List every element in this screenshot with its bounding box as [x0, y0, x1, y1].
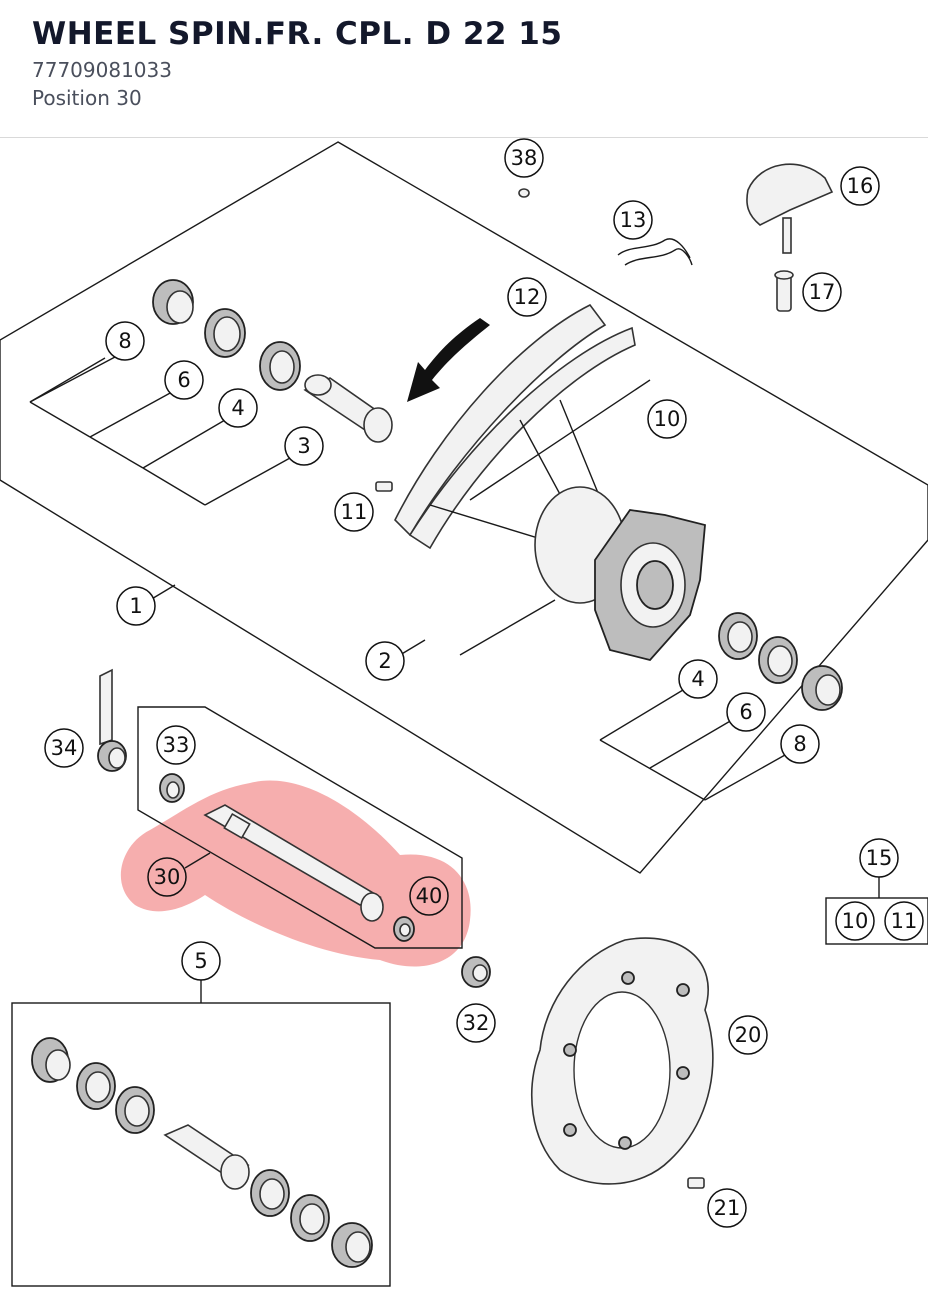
callout-4-top[interactable]: 4 — [218, 388, 258, 428]
svg-text:10: 10 — [654, 407, 681, 431]
kit-15-box — [825, 897, 928, 945]
svg-text:8: 8 — [793, 732, 806, 756]
svg-text:11: 11 — [891, 909, 918, 933]
svg-text:1: 1 — [129, 594, 142, 618]
svg-text:10: 10 — [842, 909, 869, 933]
brake-disc — [531, 937, 714, 1185]
callout-10-kit[interactable]: 10 — [835, 901, 875, 941]
callout-8-bottom[interactable]: 8 — [780, 724, 820, 764]
valve-nut — [774, 270, 794, 312]
axle-group-box — [137, 706, 463, 949]
leader-30 — [184, 852, 211, 869]
callout-2[interactable]: 2 — [365, 641, 405, 681]
svg-text:6: 6 — [177, 368, 190, 392]
valve-part — [746, 163, 834, 254]
leader-rim-lines — [599, 739, 706, 801]
callout-1[interactable]: 1 — [116, 586, 156, 626]
svg-text:17: 17 — [809, 280, 836, 304]
wheel-hub — [534, 486, 706, 662]
spacer-32 — [461, 956, 491, 988]
axle-clamp-nut — [393, 916, 415, 942]
svg-text:38: 38 — [511, 146, 538, 170]
svg-text:34: 34 — [51, 736, 78, 760]
callout-32[interactable]: 32 — [456, 1003, 496, 1043]
callout-17[interactable]: 17 — [802, 272, 842, 312]
leader-2 — [399, 639, 426, 656]
wheel-axle — [203, 804, 384, 922]
rim-tape — [617, 238, 693, 266]
svg-text:4: 4 — [231, 396, 244, 420]
leader-4a — [89, 436, 144, 469]
selection-highlight — [120, 780, 471, 967]
svg-text:4: 4 — [691, 667, 704, 691]
direction-arrow-icon — [407, 318, 490, 402]
callout-15[interactable]: 15 — [859, 838, 899, 878]
callout-5[interactable]: 5 — [181, 941, 221, 981]
leader-2-b — [459, 599, 556, 656]
callout-13[interactable]: 13 — [613, 200, 653, 240]
leader-3-b — [204, 457, 291, 506]
svg-text:20: 20 — [735, 1023, 762, 1047]
screw-11 — [375, 481, 393, 492]
callout-40[interactable]: 40 — [409, 876, 449, 916]
svg-text:11: 11 — [341, 500, 368, 524]
callout-6-bottom[interactable]: 6 — [726, 692, 766, 732]
svg-text:15: 15 — [866, 846, 893, 870]
leader-6b — [649, 719, 733, 769]
header: WHEEL SPIN.FR. CPL. D 22 15 77709081033 … — [0, 0, 928, 138]
callout-11-top[interactable]: 11 — [334, 492, 374, 532]
callout-21[interactable]: 21 — [707, 1188, 747, 1228]
svg-text:16: 16 — [847, 174, 874, 198]
leader-3 — [142, 467, 206, 506]
callout-20[interactable]: 20 — [728, 1015, 768, 1055]
leader-4b — [599, 689, 684, 741]
spacer-sleeve — [303, 374, 393, 443]
svg-text:6: 6 — [739, 700, 752, 724]
part-number: 77709081033 — [32, 58, 172, 82]
leader-4a-b — [142, 419, 226, 469]
callout-11-kit[interactable]: 11 — [884, 901, 924, 941]
axle-nut — [159, 773, 185, 803]
svg-text:12: 12 — [514, 285, 541, 309]
svg-text:13: 13 — [620, 208, 647, 232]
leader-8b — [704, 754, 786, 801]
position-label: Position 30 — [32, 86, 142, 110]
svg-text:21: 21 — [714, 1196, 741, 1220]
svg-text:3: 3 — [297, 434, 310, 458]
leader-1 — [149, 584, 176, 601]
valve-cap — [518, 188, 530, 198]
svg-text:30: 30 — [154, 865, 181, 889]
callout-16[interactable]: 16 — [840, 166, 880, 206]
callout-10-top[interactable]: 10 — [647, 399, 687, 439]
callout-38[interactable]: 38 — [504, 138, 544, 178]
svg-text:33: 33 — [163, 733, 190, 757]
svg-text:8: 8 — [118, 329, 131, 353]
axle-pinch-bolt — [97, 668, 127, 772]
callout-33[interactable]: 33 — [156, 725, 196, 765]
callout-4-bottom[interactable]: 4 — [678, 659, 718, 699]
page-title: WHEEL SPIN.FR. CPL. D 22 15 — [32, 16, 563, 52]
svg-text:5: 5 — [194, 949, 207, 973]
leader-8a — [29, 356, 116, 403]
bearing-kit-parts — [31, 1037, 373, 1268]
callout-3[interactable]: 3 — [284, 426, 324, 466]
svg-text:32: 32 — [463, 1011, 490, 1035]
disc-screw — [687, 1177, 705, 1189]
wheel-assembly-box — [0, 141, 928, 874]
leader-6a-b — [89, 391, 173, 438]
callout-6-top[interactable]: 6 — [164, 360, 204, 400]
svg-text:2: 2 — [378, 649, 391, 673]
callout-12[interactable]: 12 — [507, 277, 547, 317]
bearing-seal-right — [718, 612, 843, 711]
bearing-seal-left — [152, 279, 301, 391]
leader-6a — [29, 401, 91, 438]
callout-30[interactable]: 30 — [147, 857, 187, 897]
callout-34[interactable]: 34 — [44, 728, 84, 768]
svg-text:40: 40 — [416, 884, 443, 908]
callout-8-top[interactable]: 8 — [105, 321, 145, 361]
